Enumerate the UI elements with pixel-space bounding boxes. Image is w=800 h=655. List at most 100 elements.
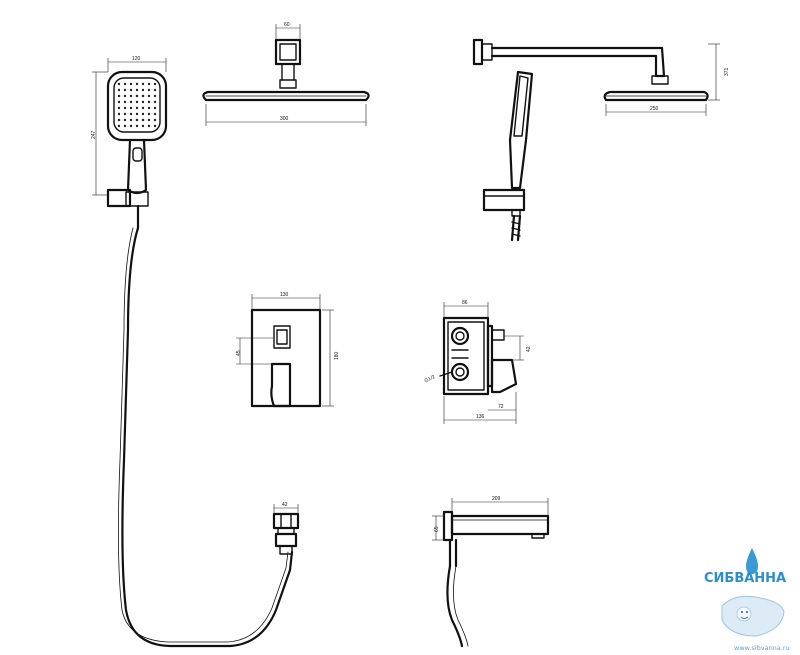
nozzle-dot: [147, 88, 151, 92]
nozzle-dot: [153, 112, 157, 116]
dim-thread: G1/2: [424, 374, 437, 384]
upper-port: [450, 326, 470, 346]
nozzle-dot: [129, 100, 133, 104]
mixer-lever-side: [490, 358, 518, 394]
mixer-lever-front: [270, 362, 292, 408]
nozzle-dot: [153, 100, 157, 104]
panel-plate: [250, 308, 322, 408]
nozzle-dot: [129, 112, 133, 116]
nozzle-dot: [129, 106, 133, 110]
nozzle-dot: [123, 106, 127, 110]
mode-button: [132, 147, 143, 162]
nozzle-dot: [117, 82, 121, 86]
dim-spout-height: 65: [434, 526, 440, 532]
nozzle-dot: [135, 112, 139, 116]
dim-mixer-total: 136: [476, 414, 485, 420]
nozzle-dot: [123, 94, 127, 98]
nozzle-dot: [153, 124, 157, 128]
hand-holder: [106, 188, 132, 208]
dim-mixer-offset: 42: [526, 346, 532, 352]
dim-outlet: 42: [282, 502, 288, 508]
mixer-wall-panel: 130 180 45: [236, 292, 340, 408]
nozzle-dot: [147, 100, 151, 104]
nozzle-dot: [141, 106, 145, 110]
nozzle-dot: [129, 94, 133, 98]
nozzle-dot: [147, 124, 151, 128]
bath-spout: 209 65: [432, 496, 550, 648]
dim-hand-width: 120: [132, 56, 141, 62]
hand-shower: 120 247: [91, 56, 168, 208]
water-drop-icon: [746, 548, 758, 574]
nozzle-dot: [117, 106, 121, 110]
nozzle-dot: [123, 82, 127, 86]
nozzle-dot: [123, 88, 127, 92]
spout-wall-plate: [442, 510, 454, 542]
nozzle-dot: [123, 124, 127, 128]
shower-side-view: 250 371: [472, 38, 730, 242]
dim-hand-height: 247: [91, 130, 97, 139]
nozzle-dot: [147, 82, 151, 86]
side-hand-shower: [508, 70, 534, 190]
dim-rain-arm: 60: [284, 22, 290, 28]
wall-flange: [472, 38, 484, 66]
side-rain-head: [603, 90, 709, 102]
nozzle-dot: [141, 82, 145, 86]
nozzle-dot: [123, 118, 127, 122]
nozzle-dot: [135, 82, 139, 86]
shower-hose: [118, 204, 294, 648]
nozzle-dot: [135, 118, 139, 122]
nozzle-dot: [153, 82, 157, 86]
dim-spout-length: 209: [492, 496, 501, 502]
nozzle-dot: [117, 100, 121, 104]
nozzle-dot: [153, 94, 157, 98]
nozzle-dot: [147, 118, 151, 122]
nozzle-dot: [117, 88, 121, 92]
nozzle-dot: [141, 112, 145, 116]
nozzle-dot: [153, 106, 157, 110]
nozzle-dot: [135, 88, 139, 92]
rain-head-front: 60 300: [202, 22, 370, 126]
nozzle-dot: [123, 112, 127, 116]
spout-body: [450, 514, 550, 536]
nozzle-dot: [141, 88, 145, 92]
nozzle-dot: [117, 118, 121, 122]
nozzle-dot: [141, 124, 145, 128]
outlet-body: [272, 512, 300, 530]
nozzle-dot: [153, 118, 157, 122]
nozzle-dot: [129, 124, 133, 128]
diverter-knob: [273, 325, 291, 349]
dim-rain-head: 300: [280, 116, 289, 122]
sibvanna-logo: СИБВАННА www.sibvanna.ru: [704, 548, 790, 652]
logo-url: www.sibvanna.ru: [734, 644, 790, 652]
dim-panel-width: 130: [280, 292, 289, 298]
nozzle-dot: [135, 100, 139, 104]
nozzle-dot: [147, 94, 151, 98]
dim-side-height: 371: [724, 67, 730, 76]
nozzle-dot: [117, 124, 121, 128]
nozzle-dot: [147, 112, 151, 116]
hand-shower-head: [106, 70, 168, 142]
bathtub-icon: [721, 595, 785, 637]
nozzle-dot: [141, 94, 145, 98]
nozzle-dot: [117, 112, 121, 116]
dim-panel-height: 180: [334, 351, 340, 360]
logo-name: СИБВАННА: [704, 571, 786, 586]
nozzle-dot: [141, 118, 145, 122]
dim-panel-offset: 45: [236, 350, 242, 356]
nozzle-dot: [135, 94, 139, 98]
nozzle-dot: [117, 94, 121, 98]
dim-mixer-depth: 86: [462, 300, 468, 306]
hose-outlet: 42: [272, 502, 300, 555]
hand-shower-face: [113, 77, 161, 133]
lower-port: [450, 362, 470, 382]
nozzle-dot: [153, 88, 157, 92]
nozzle-dot: [141, 100, 145, 104]
dim-side-head: 250: [650, 106, 659, 112]
hand-shower-nozzles: [117, 82, 157, 128]
nozzle-dot: [147, 106, 151, 110]
nozzle-dot: [129, 82, 133, 86]
side-holder: [482, 188, 526, 212]
rain-arm-flange: [274, 38, 302, 66]
